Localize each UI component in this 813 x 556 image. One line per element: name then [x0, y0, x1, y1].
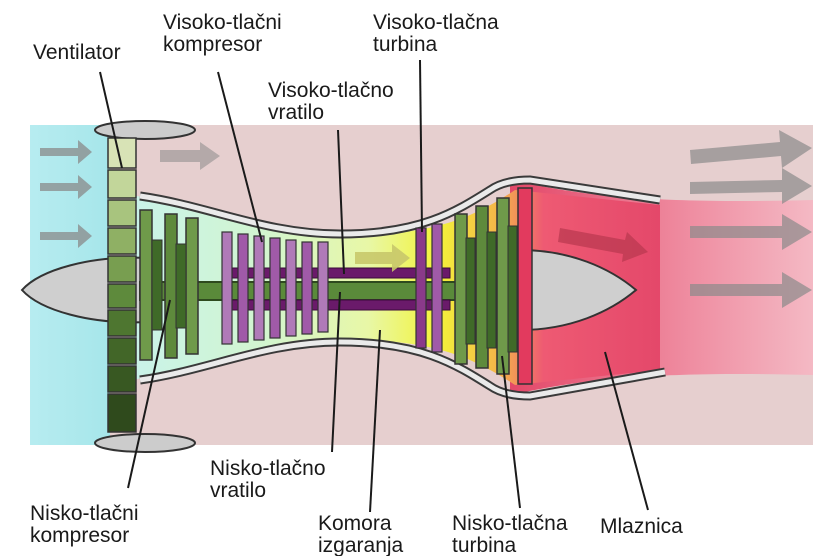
label-hp-compressor-line-2: kompresor [163, 34, 282, 56]
label-lp-turbine-line-2: turbina [452, 535, 568, 556]
label-combustion-line-1: Komora [318, 513, 403, 535]
label-lp-turbine-line-1: Nisko-tlačna [452, 513, 568, 535]
label-lp-compressor: Nisko-tlačni kompresor [30, 503, 139, 547]
label-ventilator: Ventilator [33, 42, 121, 64]
label-hp-shaft-line-2: vratilo [268, 102, 394, 124]
label-hp-turbine-line-2: turbina [373, 34, 499, 56]
fan-cowl-bottom [95, 434, 195, 452]
label-hp-turbine: Visoko-tlačna turbina [373, 12, 499, 56]
label-hp-compressor-line-1: Visoko-tlačni [163, 12, 282, 34]
label-lp-shaft-line-2: vratilo [210, 480, 326, 502]
label-hp-shaft: Visoko-tlačno vratilo [268, 80, 394, 124]
label-hp-turbine-line-1: Visoko-tlačna [373, 12, 499, 34]
label-combustion-chamber: Komora izgaranja [318, 513, 403, 556]
label-combustion-line-2: izgaranja [318, 535, 403, 556]
lp-compressor-blades [140, 210, 198, 360]
label-lp-shaft-line-1: Nisko-tlačno [210, 458, 326, 480]
fan-cowl-top [95, 121, 195, 139]
fan-blades [108, 138, 136, 432]
label-lp-shaft: Nisko-tlačno vratilo [210, 458, 326, 502]
label-lp-compressor-line-1: Nisko-tlačni [30, 503, 139, 525]
label-hp-compressor: Visoko-tlačni kompresor [163, 12, 282, 56]
label-nozzle-line-1: Mlaznica [600, 516, 683, 538]
label-lp-turbine: Nisko-tlačna turbina [452, 513, 568, 556]
label-nozzle: Mlaznica [600, 516, 683, 538]
label-hp-shaft-line-1: Visoko-tlačno [268, 80, 394, 102]
hp-compressor-blades [222, 232, 328, 344]
label-ventilator-line-1: Ventilator [33, 42, 121, 64]
label-lp-compressor-line-2: kompresor [30, 525, 139, 547]
